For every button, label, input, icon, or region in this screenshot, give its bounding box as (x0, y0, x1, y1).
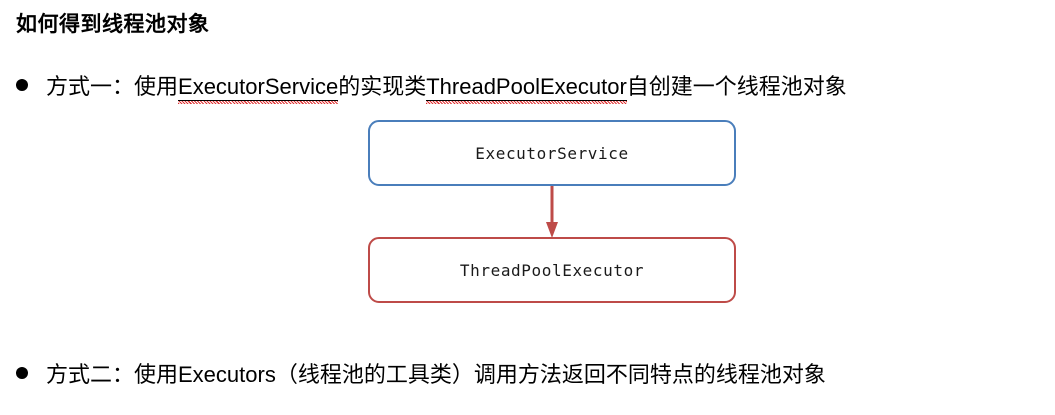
bullet-dot-icon (16, 79, 28, 91)
bullet-item-method-two: 方式二：使用Executors（线程池的工具类）调用方法返回不同特点的线程池对象 (16, 360, 826, 390)
node-executor-service-label: ExecutorService (475, 143, 629, 163)
term-thread-pool-executor[interactable]: ThreadPoolExecutor (426, 74, 627, 101)
node-thread-pool-executor[interactable]: ThreadPoolExecutor (368, 237, 736, 303)
bullet-one-prefix: 方式一：使用 (46, 74, 179, 99)
page-title: 如何得到线程池对象 (16, 13, 210, 36)
node-executor-service[interactable]: ExecutorService (368, 120, 736, 186)
bullet-one-middle: 的实现类 (338, 74, 427, 99)
bullet-one-suffix: 自创建一个线程池对象 (626, 74, 847, 99)
bullet-item-method-one-text: 方式一：使用ExecutorService的实现类ThreadPoolExecu… (46, 72, 847, 102)
bullet-dot-icon (16, 367, 28, 379)
node-thread-pool-executor-label: ThreadPoolExecutor (459, 260, 645, 280)
term-executor-service[interactable]: ExecutorService (178, 74, 339, 101)
flowchart-diagram: ExecutorService ThreadPoolExecutor (366, 118, 742, 312)
bullet-item-method-one: 方式一：使用ExecutorService的实现类ThreadPoolExecu… (16, 72, 847, 102)
bullet-item-method-two-text: 方式二：使用Executors（线程池的工具类）调用方法返回不同特点的线程池对象 (46, 362, 826, 387)
